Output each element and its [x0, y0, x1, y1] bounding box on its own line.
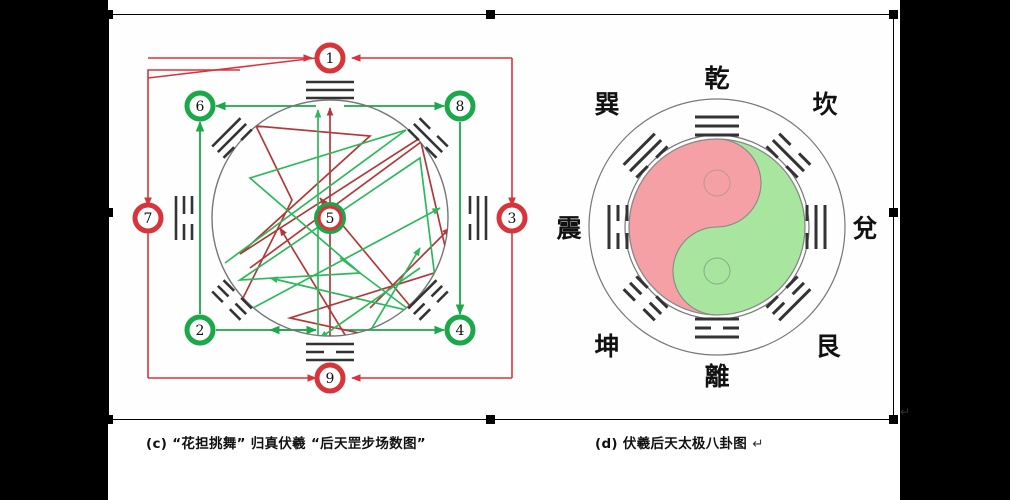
bagua-label-li: 離 — [704, 362, 729, 391]
selection-handle-bottom-left[interactable] — [104, 415, 113, 424]
node-5-label: 5 — [326, 211, 335, 227]
bagua-label-gen: 艮 — [815, 332, 841, 361]
figure-c-svg: 1 6 8 7 5 3 — [132, 42, 528, 394]
caption-return-mark: ↵ — [752, 436, 764, 452]
bagua-trigram-xun — [622, 132, 669, 179]
bagua-trigram-zhen — [607, 205, 629, 249]
bagua-trigram-kan — [765, 132, 812, 179]
node-9[interactable]: 9 — [314, 362, 346, 394]
bagua-trigram-kun — [622, 275, 669, 322]
bagua-trigram-qian — [695, 115, 739, 137]
taiji-upper-dot — [703, 169, 731, 197]
trigram-xun-top-left — [211, 117, 253, 159]
trigram-li-bottom — [306, 342, 354, 362]
selection-handle-top-right[interactable] — [889, 10, 898, 19]
taiji-s-curve — [672, 138, 762, 316]
caption-figure-d: (d) 伏羲后天太极八卦图 ↵ — [595, 432, 764, 452]
figure-d-svg: 乾 坎 兌 艮 離 坤 震 巽 — [556, 64, 877, 391]
node-6[interactable]: 6 — [184, 90, 216, 122]
node-1[interactable]: 1 — [314, 42, 346, 74]
node-7-label: 7 — [144, 211, 153, 227]
selection-handle-bottom-right[interactable] — [889, 415, 898, 424]
selection-handle-top-left[interactable] — [104, 10, 113, 19]
node-8-label: 8 — [456, 99, 465, 115]
bagua-trigram-dui — [805, 205, 827, 249]
node-3[interactable]: 3 — [496, 202, 528, 234]
node-4[interactable]: 4 — [444, 314, 476, 346]
figure-c-step-field-diagram: 1 6 8 7 5 3 — [120, 18, 540, 418]
bagua-label-zhen: 震 — [556, 214, 582, 243]
caption-figure-d-text: (d) 伏羲后天太极八卦图 — [595, 436, 748, 452]
trigram-zhen-left — [174, 196, 194, 240]
inner-green-route — [195, 101, 465, 335]
node-4-label: 4 — [456, 323, 465, 339]
trigram-qian-top — [306, 80, 354, 100]
node-8[interactable]: 8 — [444, 90, 476, 122]
node-9-label: 9 — [326, 371, 335, 387]
paragraph-return-mark: ↵ — [900, 405, 911, 419]
selection-handle-middle-right[interactable] — [889, 208, 898, 217]
bagua-label-xun: 巽 — [594, 90, 619, 119]
figure-captions: (c) “花担挑舞” 归真伏羲 “后天罡步场数图” (d) 伏羲后天太极八卦图 … — [108, 432, 900, 462]
node-6-label: 6 — [196, 99, 205, 115]
selection-handle-bottom-center[interactable] — [486, 415, 495, 424]
node-7[interactable]: 7 — [132, 202, 164, 234]
node-1-label: 1 — [326, 51, 335, 67]
selection-handle-middle-left[interactable] — [104, 208, 113, 217]
taiji-lower-dot — [703, 257, 731, 285]
bagua-outer-ring — [588, 98, 846, 356]
trigram-dui-right — [468, 196, 488, 240]
trigram-gen-bottom-right — [407, 279, 449, 321]
bagua-label-qian: 乾 — [704, 64, 729, 93]
caption-figure-c: (c) “花担挑舞” 归真伏羲 “后天罡步场数图” — [146, 436, 426, 452]
bagua-trigram-li — [695, 317, 739, 339]
bagua-trigram-gen — [765, 275, 812, 322]
bagua-label-kan: 坎 — [812, 90, 837, 119]
bagua-label-dui: 兌 — [852, 214, 877, 243]
node-2[interactable]: 2 — [184, 314, 216, 346]
trigram-kun-bottom-left — [211, 279, 253, 321]
trigram-kan-top-right — [407, 117, 449, 159]
figure-d-taiji-bagua: 乾 坎 兌 艮 離 坤 震 巽 — [545, 55, 890, 405]
selection-handle-top-center[interactable] — [486, 10, 495, 19]
node-3-label: 3 — [508, 211, 517, 227]
node-2-label: 2 — [196, 323, 205, 339]
node-5-center[interactable]: 5 — [314, 202, 346, 234]
bagua-label-kun: 坤 — [594, 332, 619, 361]
outer-red-route — [144, 54, 516, 382]
